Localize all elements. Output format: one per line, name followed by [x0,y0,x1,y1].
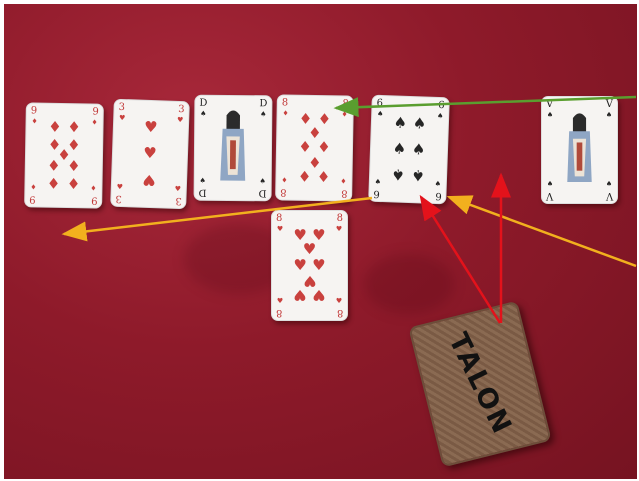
green-arrow [336,97,636,108]
yellow-arrow [64,198,372,234]
red-arrow [421,197,500,323]
yellow-arrow [449,197,636,266]
